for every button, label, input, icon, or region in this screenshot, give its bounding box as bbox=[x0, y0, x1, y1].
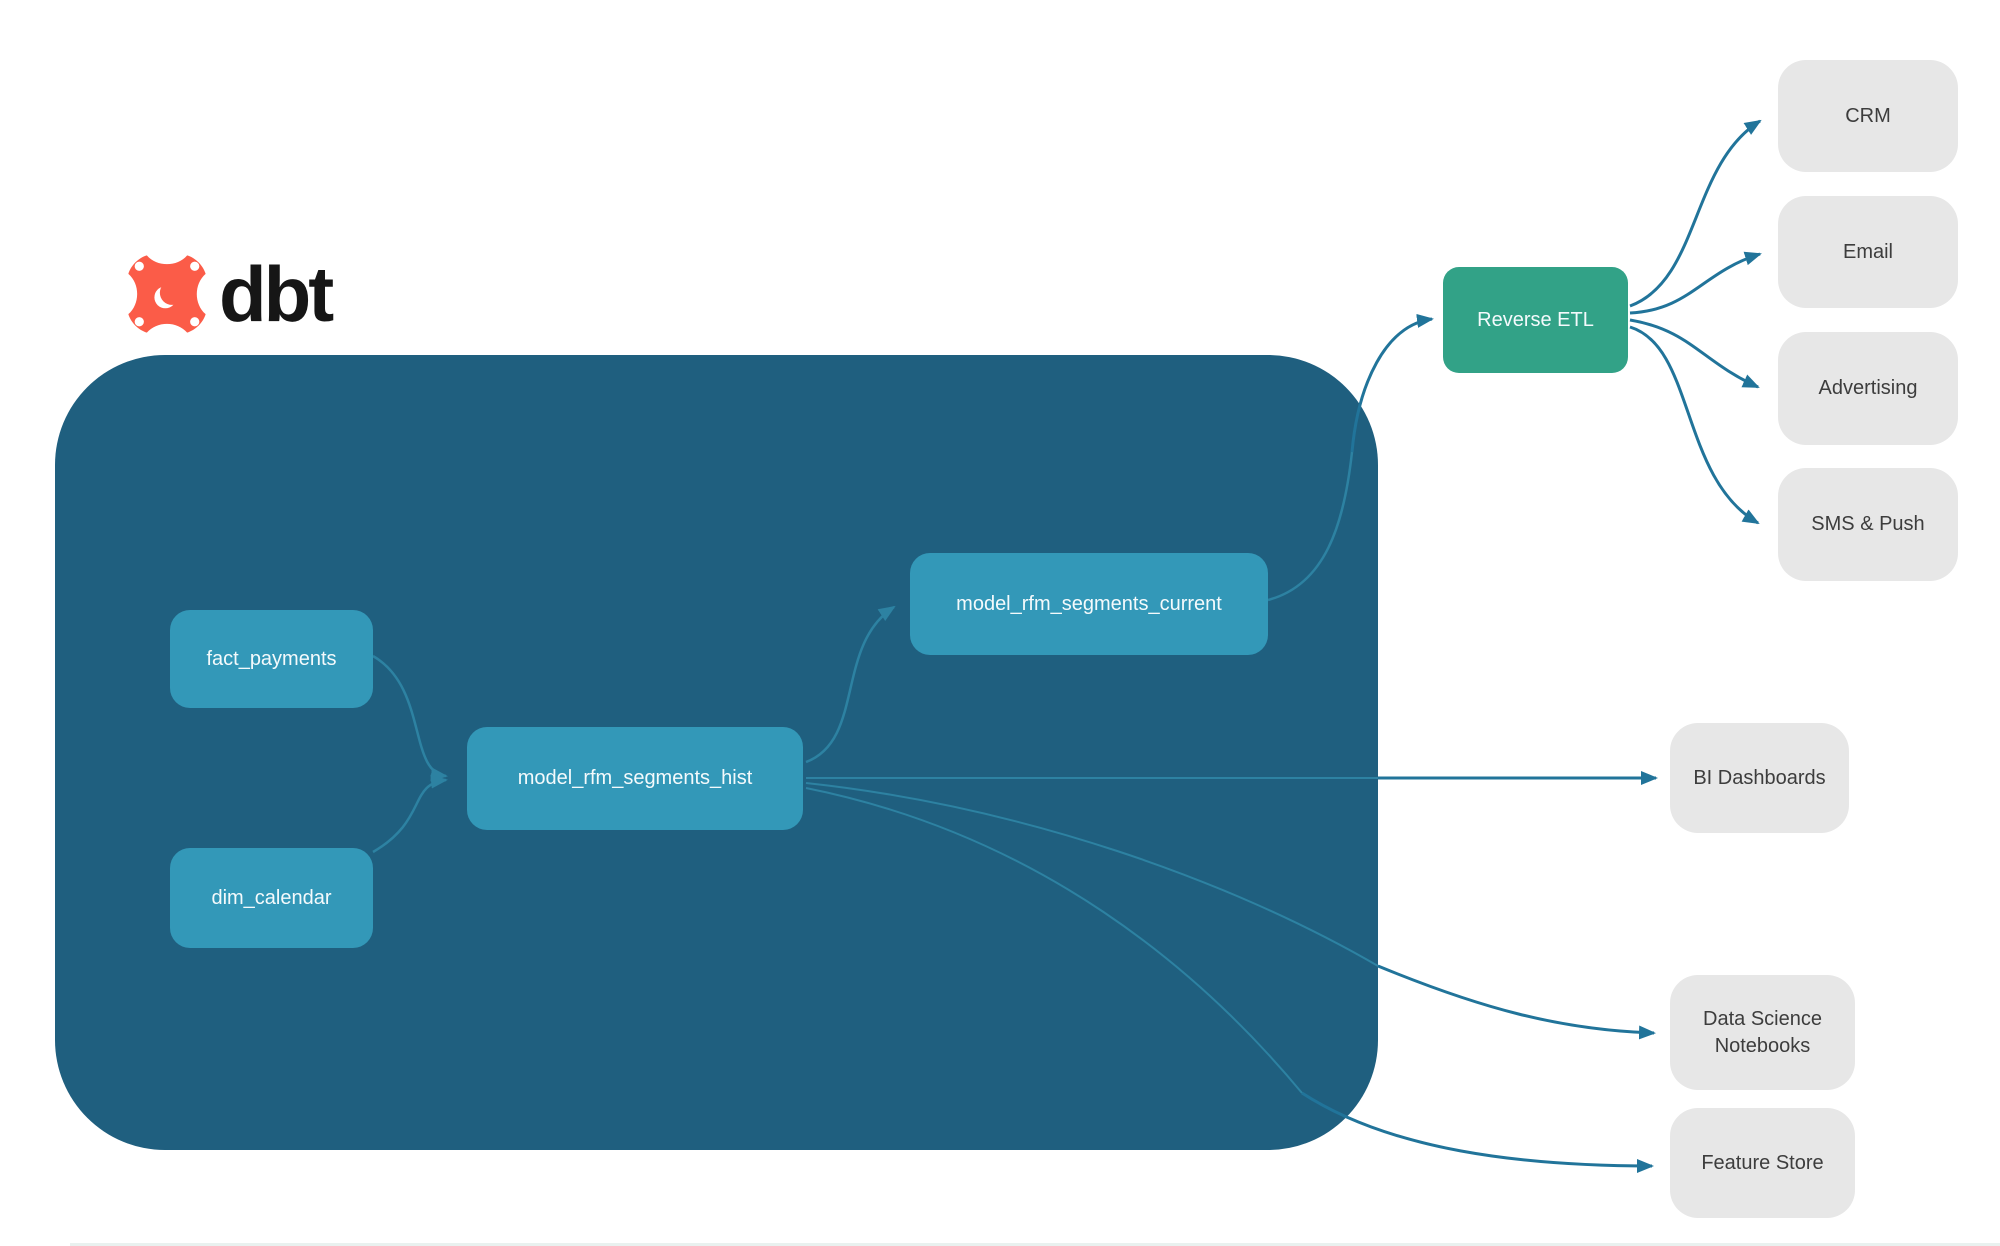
node-label: Reverse ETL bbox=[1477, 308, 1594, 331]
node-label: Data Science Notebooks bbox=[1703, 1007, 1822, 1057]
node-model-rfm-segments-hist: model_rfm_segments_hist bbox=[467, 727, 803, 830]
edge-reverse-etl-to-sms-push bbox=[1629, 325, 1760, 525]
node-reverse-etl: Reverse ETL bbox=[1443, 267, 1628, 373]
node-label: fact_payments bbox=[206, 647, 337, 670]
node-dim-calendar: dim_calendar bbox=[170, 848, 373, 948]
dbt-logo-icon bbox=[128, 255, 206, 333]
node-label: BI Dashboards bbox=[1693, 766, 1826, 789]
node-email: Email bbox=[1778, 196, 1958, 308]
node-sms-push: SMS & Push bbox=[1778, 468, 1958, 581]
node-label: model_rfm_segments_hist bbox=[517, 767, 753, 789]
node-label: Email bbox=[1842, 240, 1893, 263]
node-label: dim_calendar bbox=[211, 886, 332, 909]
node-label: Feature Store bbox=[1701, 1151, 1824, 1174]
node-label: Advertising bbox=[1818, 377, 1918, 399]
node-label: SMS & Push bbox=[1811, 513, 1925, 535]
edge-reverse-etl-to-crm bbox=[1629, 119, 1762, 308]
dbt-logo: dbt bbox=[125, 250, 334, 338]
edge-container-to-notebooks bbox=[1377, 964, 1656, 1040]
node-label: CRM bbox=[1845, 104, 1891, 127]
node-label: model_rfm_segments_current bbox=[956, 592, 1222, 615]
bottom-divider bbox=[70, 1243, 2000, 1246]
node-bi-dashboards: BI Dashboards bbox=[1670, 723, 1849, 833]
edge-reverse-etl-to-advertising bbox=[1629, 318, 1760, 389]
node-data-science-notebooks: Data Science Notebooks bbox=[1670, 975, 1855, 1090]
dbt-logo-text: dbt bbox=[219, 250, 334, 338]
node-feature-store: Feature Store bbox=[1670, 1108, 1855, 1218]
edge-reverse-etl-to-email bbox=[1629, 251, 1762, 315]
node-model-rfm-segments-current: model_rfm_segments_current bbox=[910, 553, 1268, 655]
node-advertising: Advertising bbox=[1778, 332, 1958, 445]
node-crm: CRM bbox=[1778, 60, 1958, 172]
node-fact-payments: fact_payments bbox=[170, 610, 373, 708]
